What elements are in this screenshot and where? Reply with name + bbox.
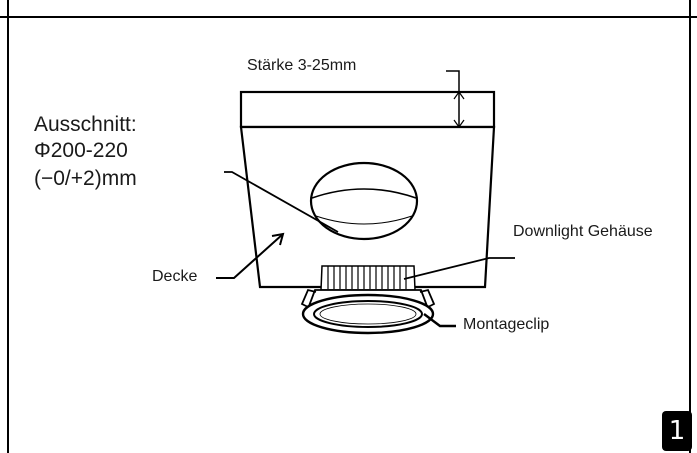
frame-left-border xyxy=(7,0,9,453)
downlight-leader-line xyxy=(403,257,515,280)
ceiling-label: Decke xyxy=(152,268,198,285)
downlight-housing-illustration xyxy=(300,265,436,335)
thickness-dimension-arrow xyxy=(446,70,465,129)
cutout-hole xyxy=(309,161,419,241)
thickness-label: Stärke 3-25mm xyxy=(247,57,357,74)
mounting-clip-label: Montageclip xyxy=(463,316,550,333)
ceiling-leader-arrow xyxy=(216,232,285,279)
downlight-housing-label: Downlight Gehäuse xyxy=(513,223,653,240)
page-number-badge: 1 xyxy=(662,411,692,451)
cutout-tolerance: (−0/+2)mm xyxy=(34,167,137,190)
cutout-diameter: Φ200-220 xyxy=(34,139,128,162)
frame-right-border xyxy=(689,0,691,453)
cutout-leader-line xyxy=(224,171,339,233)
ceiling-panel-top xyxy=(239,90,496,129)
frame-top-border xyxy=(0,16,697,18)
clip-leader-line xyxy=(423,313,456,328)
cutout-title: Ausschnitt: xyxy=(34,113,137,136)
